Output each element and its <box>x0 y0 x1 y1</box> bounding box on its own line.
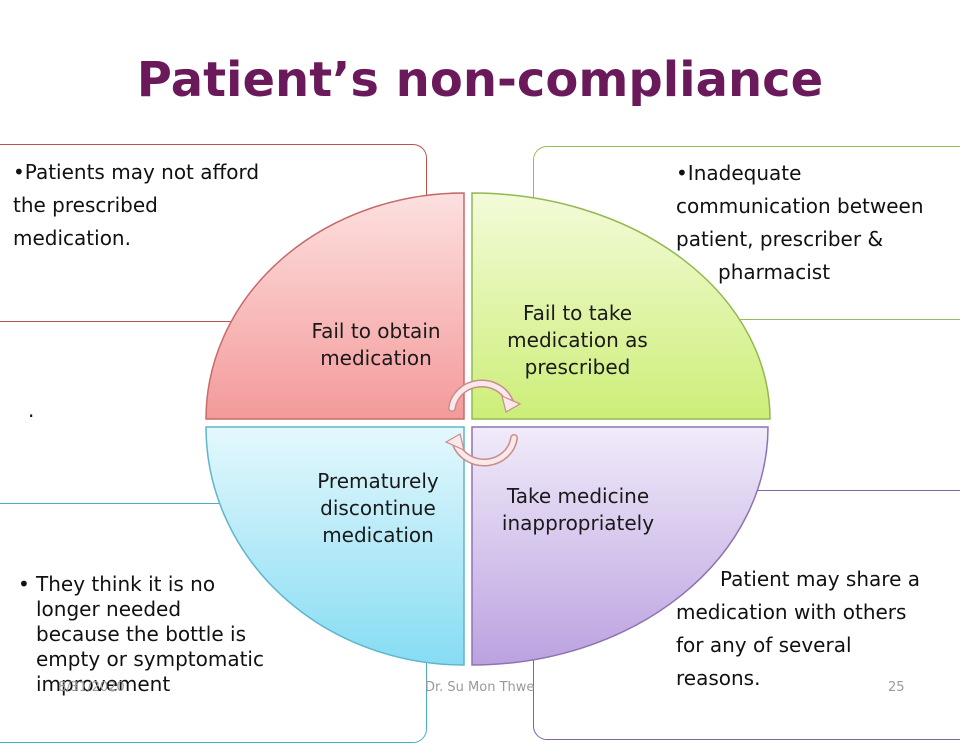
quadrant-label-bottom-left: Prematurely discontinue medication <box>298 468 458 549</box>
text-line: empty or symptomatic <box>36 647 264 671</box>
quadrant-top-left <box>205 192 465 420</box>
footer-author: Dr. Su Mon Thwe <box>425 680 535 695</box>
text-line: because the bottle is <box>36 622 246 646</box>
stray-mark: . <box>28 398 35 422</box>
bullet-mark: • <box>18 572 30 596</box>
label-line: Prematurely <box>317 469 439 493</box>
corner-text-top-right: •Inadequate communication between patien… <box>676 157 956 289</box>
text-line: pharmacist <box>718 260 831 284</box>
text-line: medication. <box>13 226 131 250</box>
footer-page-number: 25 <box>888 680 905 695</box>
cycle-arrows-icon <box>444 379 522 467</box>
text-line: reasons. <box>676 666 761 690</box>
label-line: Fail to take <box>522 301 633 325</box>
text-line: Patient may share a <box>720 567 920 591</box>
label-line: discontinue <box>320 496 436 520</box>
footer-date: 8/31/2020 <box>58 680 125 695</box>
quadrant-bottom-left <box>205 426 465 666</box>
quadrant-label-top-right: Fail to take medication as prescribed <box>490 300 665 381</box>
slide-title: Patient’s non-compliance <box>136 52 824 108</box>
text-line: the prescribed <box>13 193 158 217</box>
compliance-quadrant-diagram <box>205 192 771 666</box>
corner-text-top-left: •Patients may not afford the prescribed … <box>13 156 293 255</box>
label-line: prescribed <box>524 355 631 379</box>
label-line: Fail to obtain <box>311 319 441 343</box>
label-line: medication <box>322 523 434 547</box>
quadrant-bottom-right <box>471 426 769 666</box>
label-line: inappropriately <box>501 511 655 535</box>
text-line: They think it is no <box>36 572 216 596</box>
quadrant-label-top-left: Fail to obtain medication <box>296 318 456 372</box>
quadrant-top-right <box>471 192 771 420</box>
text-line: •Patients may not afford <box>13 160 260 184</box>
text-line: for any of several <box>676 633 852 657</box>
quadrant-label-bottom-right: Take medicine inappropriately <box>488 483 668 537</box>
label-line: Take medicine <box>506 484 650 508</box>
text-line: patient, prescriber & <box>676 227 884 251</box>
text-line: improvement <box>36 672 171 696</box>
text-line: •Inadequate <box>676 161 802 185</box>
corner-text-bottom-left: • They think it is no longer needed beca… <box>18 572 306 697</box>
text-line: longer needed <box>36 597 182 621</box>
label-line: medication <box>320 346 432 370</box>
corner-text-bottom-right: Patient may share a medication with othe… <box>676 563 946 695</box>
text-line: communication between <box>676 194 924 218</box>
label-line: medication as <box>507 328 648 352</box>
text-line: medication with others <box>676 600 907 624</box>
